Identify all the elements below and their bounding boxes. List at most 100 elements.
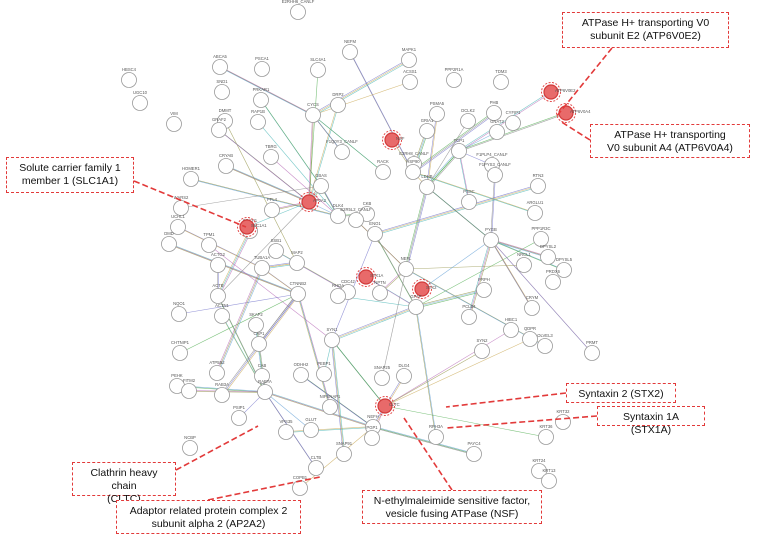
protein-node[interactable]: RPH3A xyxy=(428,424,444,445)
protein-node[interactable]: E2R5L2_CANLF xyxy=(340,207,372,228)
protein-node[interactable]: RHOA xyxy=(330,283,346,304)
protein-node[interactable]: VIM xyxy=(166,111,182,132)
protein-node[interactable]: PPP1R3C xyxy=(531,226,551,247)
protein-node[interactable]: TDM3 xyxy=(493,69,509,90)
protein-node[interactable]: PSMA5 xyxy=(429,101,445,122)
protein-node[interactable]: OLVEL3 xyxy=(537,333,553,354)
protein-node[interactable]: RAB3A xyxy=(214,382,230,403)
protein-node[interactable]: F1PYS3_CANLF xyxy=(479,162,511,183)
protein-node[interactable]: CYFIP1 xyxy=(505,110,521,131)
protein-node[interactable]: QDPR xyxy=(522,326,538,347)
protein-node[interactable]: PRPH xyxy=(476,277,492,298)
protein-node[interactable]: DPYSL2 xyxy=(540,244,557,265)
protein-node[interactable]: F1Q0Y3_CANLF xyxy=(326,139,358,160)
protein-node[interactable]: PAYC4 xyxy=(466,441,482,462)
protein-node[interactable]: E2RHH6_CANLF xyxy=(282,0,315,20)
highlighted-protein-node[interactable]: ATP6V0E2 xyxy=(541,82,577,102)
protein-node[interactable]: ACTB xyxy=(210,283,226,304)
protein-node[interactable]: LDHB xyxy=(419,174,435,195)
protein-node[interactable]: NEFL xyxy=(398,256,414,277)
protein-node[interactable]: PSSC xyxy=(461,189,477,210)
protein-node[interactable]: UGC10 xyxy=(132,90,148,111)
protein-node[interactable]: SNAP25 xyxy=(374,365,391,386)
protein-node[interactable]: DPYSL5 xyxy=(556,257,573,278)
protein-node[interactable]: CLTB xyxy=(308,455,324,476)
protein-node[interactable]: COPB1 xyxy=(292,475,308,496)
protein-node[interactable]: PEBP1 xyxy=(316,361,332,382)
protein-node[interactable]: CHTNIP1 xyxy=(171,340,190,361)
protein-node[interactable]: CYCS xyxy=(305,102,321,123)
protein-node[interactable]: PPP2R1A xyxy=(445,67,464,88)
protein-node[interactable]: KRT24 xyxy=(531,458,547,479)
protein-node[interactable]: NQO1 xyxy=(171,301,187,322)
protein-node[interactable]: GRAF2 xyxy=(211,117,227,138)
protein-node[interactable]: GNAT3 xyxy=(489,119,505,140)
protein-node[interactable]: ACTG2 xyxy=(210,252,226,273)
protein-node[interactable]: CAP1 xyxy=(251,331,267,352)
highlighted-protein-node[interactable]: ATP6V0A4 xyxy=(556,103,592,123)
highlighted-protein-node[interactable]: STX1A xyxy=(356,267,384,287)
protein-node[interactable]: DLG4 xyxy=(396,363,412,384)
protein-node[interactable]: ABCA5 xyxy=(212,54,228,75)
protein-node[interactable]: RACK xyxy=(375,159,391,180)
protein-node[interactable]: SLC4A1 xyxy=(310,57,326,78)
protein-node[interactable]: DCLK2 xyxy=(460,108,476,129)
protein-node[interactable]: KRT13 xyxy=(541,468,557,489)
protein-node[interactable]: SND1 xyxy=(214,79,230,100)
protein-node[interactable]: SNAP91 xyxy=(336,441,353,462)
protein-node[interactable]: ODHH2 xyxy=(293,362,309,383)
protein-node[interactable]: PFL4 xyxy=(264,197,280,218)
protein-node[interactable]: SYN1 xyxy=(324,327,340,348)
protein-node[interactable]: DRP2 xyxy=(330,92,346,113)
protein-node[interactable]: ATP5B2 xyxy=(209,360,225,381)
highlighted-protein-node[interactable]: AP2A2 xyxy=(299,192,327,212)
protein-node[interactable]: GRIA1 xyxy=(419,118,435,139)
protein-node[interactable]: NIPSNAP1 xyxy=(320,394,341,415)
protein-node[interactable]: TBRG xyxy=(263,144,279,165)
protein-node[interactable]: ACSS1 xyxy=(402,69,418,90)
protein-node[interactable]: ENO1 xyxy=(367,221,383,242)
protein-node[interactable]: PRKAR1 xyxy=(253,87,270,108)
protein-node[interactable]: KRT36 xyxy=(538,424,554,445)
protein-node[interactable]: CRYAB xyxy=(218,153,234,174)
protein-node[interactable]: FITM2 xyxy=(181,378,197,399)
protein-node[interactable]: GFAP xyxy=(408,294,424,315)
protein-node[interactable]: PGP1 xyxy=(364,425,380,446)
protein-node[interactable]: NRCL1 xyxy=(516,252,532,273)
protein-node[interactable]: CAB xyxy=(254,363,270,384)
protein-node[interactable]: HIBC1 xyxy=(503,317,519,338)
protein-node[interactable]: RTN3 xyxy=(530,173,546,194)
protein-node[interactable]: CRYM xyxy=(524,295,540,316)
protein-node[interactable]: PCLB4 xyxy=(461,304,477,325)
protein-node[interactable]: ARGLU1 xyxy=(527,200,544,221)
highlighted-protein-node[interactable]: NSF xyxy=(382,130,405,150)
protein-node[interactable]: TUBA1A xyxy=(254,255,270,276)
highlighted-protein-node[interactable]: CLTC xyxy=(375,396,400,416)
protein-node[interactable]: SSB1 xyxy=(268,238,284,259)
protein-node[interactable]: PSCA1 xyxy=(254,56,270,77)
protein-node[interactable]: RAP1B xyxy=(250,109,266,130)
protein-node[interactable]: RABTA xyxy=(257,379,273,400)
protein-node[interactable]: TPM1 xyxy=(201,232,217,253)
highlighted-protein-node[interactable]: SLC1A1 xyxy=(237,217,268,237)
protein-node[interactable]: NEFM xyxy=(342,39,358,60)
protein-node[interactable]: GLUT xyxy=(303,417,319,438)
protein-node[interactable]: TCP1 xyxy=(451,138,467,159)
protein-node[interactable]: GBAS xyxy=(313,173,329,194)
protein-node[interactable]: CTNNB2 xyxy=(290,281,307,302)
protein-node[interactable]: HOMER1 xyxy=(182,166,201,187)
protein-node[interactable]: ACTN1 xyxy=(214,303,230,324)
protein-node[interactable]: MAP2 xyxy=(289,250,305,271)
protein-node[interactable]: DLK4 xyxy=(330,203,346,224)
protein-node[interactable]: NPTN xyxy=(372,280,388,301)
protein-node[interactable]: MAPK1 xyxy=(401,47,417,68)
protein-node[interactable]: PRDX6 xyxy=(545,269,561,290)
protein-node[interactable]: NCBP xyxy=(182,435,198,456)
protein-node[interactable]: UCHL1 xyxy=(170,214,186,235)
protein-node[interactable]: VPS35 xyxy=(278,419,294,440)
protein-node[interactable]: HBSC4 xyxy=(121,67,137,88)
protein-node[interactable]: PRMT xyxy=(584,340,600,361)
protein-node[interactable]: PSIP1 xyxy=(231,405,247,426)
protein-node[interactable]: DMD xyxy=(161,231,177,252)
protein-node[interactable]: PHB xyxy=(486,100,502,121)
